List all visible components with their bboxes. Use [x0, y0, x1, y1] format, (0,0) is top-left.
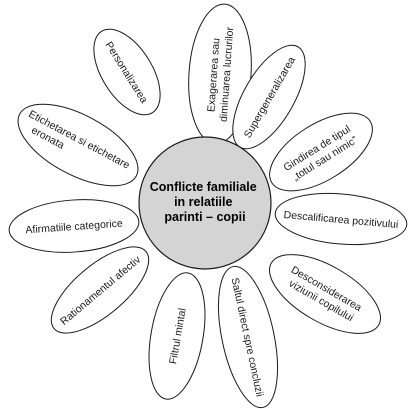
- center-node: Conflicte familiale in relatiile parinti…: [138, 136, 272, 270]
- center-title-line: Conflicte familiale: [150, 180, 257, 194]
- petal-shape: [8, 199, 140, 253]
- petal-filtrul: Filtrul mintal: [148, 272, 206, 400]
- petal-exagerarea: Exagerarea sau diminuarea lucrurilor: [188, 3, 252, 145]
- petal-supergeneralizarea: Supergeneralizarea: [232, 44, 306, 150]
- center-circle: [138, 136, 272, 270]
- petal-afirmatiile: Afirmatiile categorice: [8, 199, 140, 253]
- petal-gindirea: Gindirea de tipul „totul sau nimic”: [269, 112, 373, 192]
- petal-shape: [17, 103, 139, 187]
- petal-saltul: Saltul direct spre concluzii: [217, 265, 279, 409]
- petal-desconsiderarea: Desconsiderarea viziunii copilului: [269, 254, 381, 334]
- petal-label: Exagerarea sau: [205, 37, 222, 112]
- petal-shape: [274, 192, 408, 246]
- petal-shape: [93, 28, 161, 116]
- petal-shape: [217, 265, 279, 409]
- petal-shape: [269, 254, 381, 334]
- petal-shape: [148, 272, 206, 400]
- petal-descalificarea: Descalificarea pozitivului: [274, 192, 408, 246]
- center-title-line: in relatiile: [174, 195, 232, 209]
- petal-personalizarea: Personalizarea: [93, 28, 161, 116]
- center-title-line: parinti – copii: [164, 210, 245, 224]
- petal-shape: [50, 246, 150, 334]
- petal-shape: [269, 112, 373, 192]
- svg-text:Conflicte familiale in r: Conflicte familiale in relatiile parinti…: [150, 180, 260, 224]
